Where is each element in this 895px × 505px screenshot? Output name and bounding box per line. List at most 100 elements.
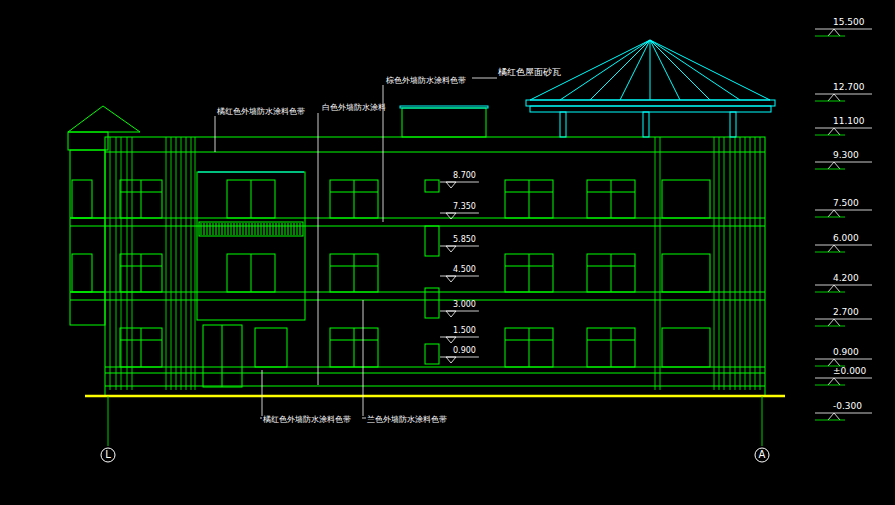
drawing-line: [285, 223, 286, 235]
drawing-line: [127, 137, 128, 390]
drawing-line: [110, 137, 111, 390]
building-outline: [68, 106, 765, 396]
drawing-line: [243, 223, 244, 235]
elevation-value: 4.200: [833, 274, 859, 283]
level-line: [815, 359, 872, 360]
drawing-line: [252, 223, 253, 235]
drawing-line: [240, 223, 241, 235]
level-line: [815, 245, 872, 246]
elevation-value: 1.500: [452, 327, 477, 335]
elevation-value: ±0.000: [833, 367, 866, 376]
drawing-line: [234, 223, 235, 235]
material-note: 橘红色外墙防水涂料色带: [262, 416, 352, 424]
level-line: [815, 326, 845, 327]
level-line: [815, 135, 845, 136]
level-line: [815, 413, 872, 414]
level-triangle: [828, 29, 840, 36]
drawing-line: [279, 223, 280, 235]
level-triangle: [446, 357, 456, 363]
level-triangle: [446, 213, 456, 219]
drawing-line: [171, 137, 172, 390]
elevation-value: 8.700: [452, 172, 477, 180]
drawing-line: [724, 137, 725, 390]
drawing-line: [261, 223, 262, 235]
wall-stripe-lines: [110, 137, 760, 390]
level-line: [815, 385, 845, 386]
drawing-line: [228, 223, 229, 235]
drawing-line: [264, 223, 265, 235]
elevation-value: 3.000: [452, 301, 477, 309]
axis-label: L: [100, 447, 116, 463]
drawing-line: [560, 40, 650, 100]
axis-circle: [101, 448, 115, 462]
drawing-line: [590, 40, 650, 100]
level-triangle: [828, 319, 840, 326]
pavilion-roof: [198, 40, 775, 172]
material-note: 兰色外墙防水涂料色带: [366, 416, 448, 424]
level-line: [815, 94, 872, 95]
drawing-line: [166, 137, 167, 390]
level-triangle: [828, 413, 840, 420]
leader-lines: [215, 78, 497, 418]
level-triangle: [446, 246, 456, 252]
level-triangle: [828, 245, 840, 252]
elevation-value: 5.850: [452, 236, 477, 244]
elevation-value: 12.700: [833, 83, 865, 92]
material-note: 橘红色屋面砂瓦: [498, 68, 561, 77]
level-line: [815, 101, 845, 102]
level-line: [815, 217, 845, 218]
elevation-value: 4.500: [452, 266, 477, 274]
drawing-line: [291, 223, 292, 235]
elevation-value: 9.300: [833, 151, 859, 160]
level-triangle: [828, 378, 840, 385]
drawing-line: [294, 223, 295, 235]
drawing-line: [207, 223, 208, 235]
material-note: 白色外墙防水涂料: [322, 104, 386, 112]
level-line: [815, 420, 845, 421]
drawing-line: [276, 223, 277, 235]
drawing-line: [213, 223, 214, 235]
level-line: [815, 285, 872, 286]
drawing-line: [273, 223, 274, 235]
ground-line: [85, 395, 785, 398]
elevation-value: -0.300: [833, 402, 862, 411]
drawing-line: [255, 223, 256, 235]
drawing-line: [300, 223, 301, 235]
drawing-line: [246, 223, 247, 235]
drawing-line: [210, 223, 211, 235]
drawing-line: [740, 137, 741, 390]
level-line: [815, 162, 872, 163]
drawing-line: [750, 137, 751, 390]
drawing-line: [760, 137, 761, 390]
drawing-line: [186, 137, 187, 390]
drawing-line: [755, 137, 756, 390]
drawing-line: [745, 137, 746, 390]
level-line: [815, 128, 872, 129]
elevation-value: 0.900: [452, 347, 477, 355]
drawing-line: [730, 137, 731, 390]
level-triangle: [828, 285, 840, 292]
drawing-line: [181, 137, 182, 390]
level-triangle: [828, 210, 840, 217]
drawing-line: [270, 223, 271, 235]
axis-lines: [108, 396, 762, 446]
drawing-line: [222, 223, 223, 235]
elevation-value: 6.000: [833, 234, 859, 243]
level-triangle: [828, 359, 840, 366]
axis-circle: [755, 448, 769, 462]
drawing-line: [650, 40, 680, 100]
axis-bubble: A: [754, 447, 770, 463]
level-triangle: [828, 94, 840, 101]
axis-bubble: L: [100, 447, 116, 463]
drawing-line: [116, 137, 117, 390]
drawing-line: [297, 223, 298, 235]
drawing-line: [121, 137, 122, 390]
drawing-line: [191, 137, 192, 390]
level-triangle: [446, 182, 456, 188]
elevation-value: 0.900: [833, 348, 859, 357]
material-note: 橘红色外墙防水涂料色带: [217, 108, 305, 116]
elevation-value: 15.500: [833, 18, 865, 27]
drawing-line: [258, 223, 259, 235]
level-triangle: [828, 162, 840, 169]
